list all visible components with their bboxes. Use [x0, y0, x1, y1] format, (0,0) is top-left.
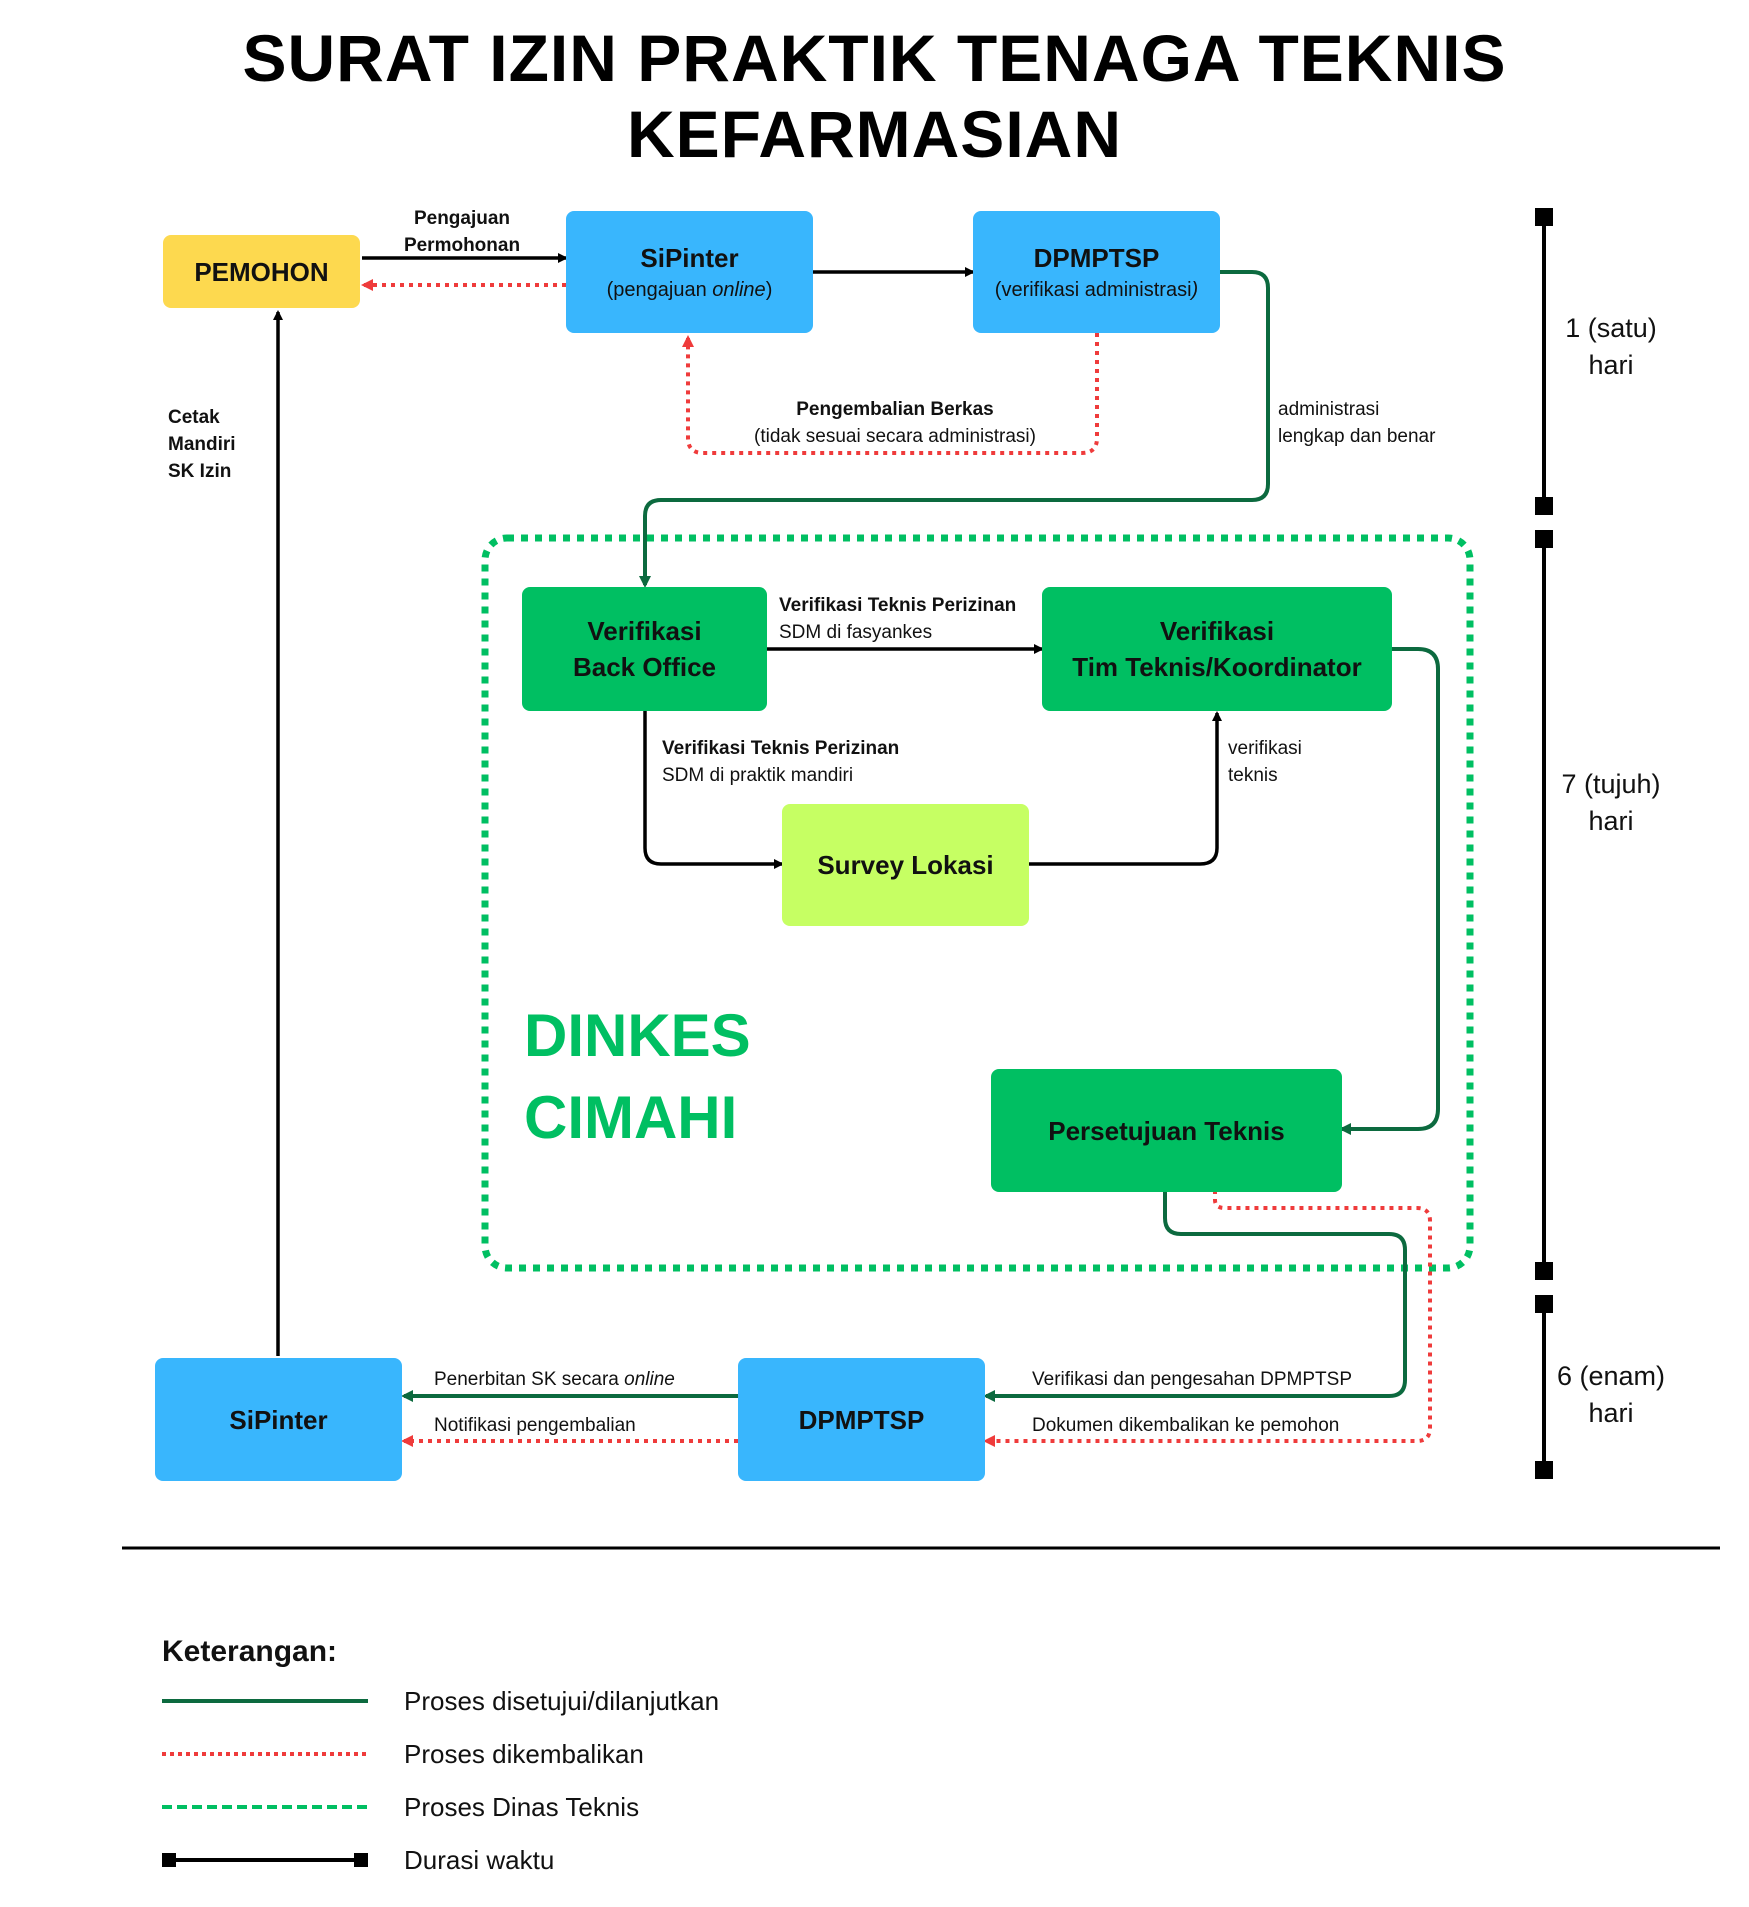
- label-verifikasi-teknis: verifikasi teknis: [1228, 738, 1302, 786]
- arrow-verifikasi-pengesahan: [983, 1190, 1407, 1402]
- label-notifikasi-pengembalian: Notifikasi pengembalian: [434, 1415, 636, 1436]
- node-dpmptsp-top: DPMPTSP (verifikasi administrasi): [973, 211, 1220, 333]
- node-sipinter-bottom: SiPinter: [155, 1358, 402, 1481]
- arrow-verifikasi-teknis: [1029, 711, 1222, 866]
- node-sipinter-top: SiPinter (pengajuan online): [566, 211, 813, 333]
- dinkes-cimahi-label: DINKES CIMAHI: [524, 1002, 751, 1151]
- node-sipinter-bottom-label: SiPinter: [229, 1404, 328, 1435]
- node-back-office-line2: Back Office: [572, 652, 717, 682]
- node-pemohon: PEMOHON: [163, 235, 360, 308]
- label-vt-fasyankes: Verifikasi Teknis Perizinan SDM di fasya…: [779, 595, 1017, 643]
- node-dpmptsp-top-title: DPMPTSP: [1033, 243, 1160, 273]
- label-administrasi-lengkap: administrasi lengkap dan benar: [1278, 399, 1436, 447]
- node-persetujuan-teknis: Persetujuan Teknis: [991, 1069, 1342, 1192]
- label-penerbitan-sk: Penerbitan SK secara online: [434, 1369, 675, 1390]
- label-dokumen-dikembalikan: Dokumen dikembalikan ke pemohon: [1032, 1415, 1340, 1436]
- page-title: SURAT IZIN PRAKTIK TENAGA TEKNIS KEFARMA…: [242, 21, 1507, 171]
- label-verifikasi-pengesahan: Verifikasi dan pengesahan DPMPTSP: [1032, 1369, 1353, 1390]
- duration-bar-1: [1535, 208, 1553, 515]
- arrow-dokumen-dikembalikan: [983, 1190, 1432, 1447]
- legend-sample-duration: [162, 1853, 368, 1867]
- node-pemohon-label: PEMOHON: [194, 256, 329, 287]
- node-survey-lokasi-label: Survey Lokasi: [817, 850, 994, 880]
- arrow-praktik-mandiri: [643, 711, 784, 869]
- duration-label-3: 6 (enam) hari: [1556, 1361, 1666, 1428]
- node-sipinter-top-sub: (pengajuan online): [606, 279, 773, 301]
- legend-item-approved: Proses disetujui/dilanjutkan: [404, 1686, 720, 1716]
- duration-label-1: 1 (satu) hari: [1565, 313, 1657, 380]
- node-verifikasi-tim-teknis: Verifikasi Tim Teknis/Koordinator: [1042, 587, 1392, 711]
- arrow-pengembalian-berkas: [682, 333, 1099, 455]
- node-sipinter-top-title: SiPinter: [640, 243, 739, 273]
- node-tim-teknis-line2: Tim Teknis/Koordinator: [1072, 652, 1362, 682]
- arrow-to-persetujuan: [1339, 647, 1440, 1135]
- node-persetujuan-label: Persetujuan Teknis: [1048, 1115, 1285, 1146]
- node-dpmptsp-bottom: DPMPTSP: [738, 1358, 985, 1481]
- label-vt-praktik-mandiri: Verifikasi Teknis Perizinan SDM di prakt…: [662, 738, 900, 786]
- duration-bar-2: [1535, 530, 1553, 1280]
- legend-title: Keterangan:: [162, 1635, 338, 1668]
- duration-bar-3: [1535, 1295, 1553, 1479]
- node-survey-lokasi: Survey Lokasi: [782, 804, 1029, 926]
- legend-item-dinas-teknis: Proses Dinas Teknis: [404, 1792, 640, 1822]
- node-dpmptsp-top-sub: (verifikasi administrasi): [994, 279, 1199, 301]
- legend-item-returned: Proses dikembalikan: [404, 1739, 644, 1769]
- legend-item-durasi: Durasi waktu: [404, 1845, 555, 1875]
- label-cetak-mandiri: Cetak Mandiri SK Izin: [168, 407, 236, 482]
- node-tim-teknis-line1: Verifikasi: [1159, 616, 1275, 646]
- node-back-office-line1: Verifikasi: [587, 616, 702, 646]
- label-pengajuan: Pengajuan Permohonan: [403, 208, 521, 256]
- duration-label-2: 7 (tujuh) hari: [1561, 769, 1661, 836]
- node-verifikasi-back-office: Verifikasi Back Office: [522, 587, 767, 711]
- node-dpmptsp-bottom-label: DPMPTSP: [798, 1404, 925, 1435]
- label-pengembalian-berkas: Pengembalian Berkas (tidak sesuai secara…: [754, 399, 1036, 447]
- arrow-administrasi-lengkap: [639, 270, 1270, 588]
- dinkes-container: [481, 534, 1474, 1272]
